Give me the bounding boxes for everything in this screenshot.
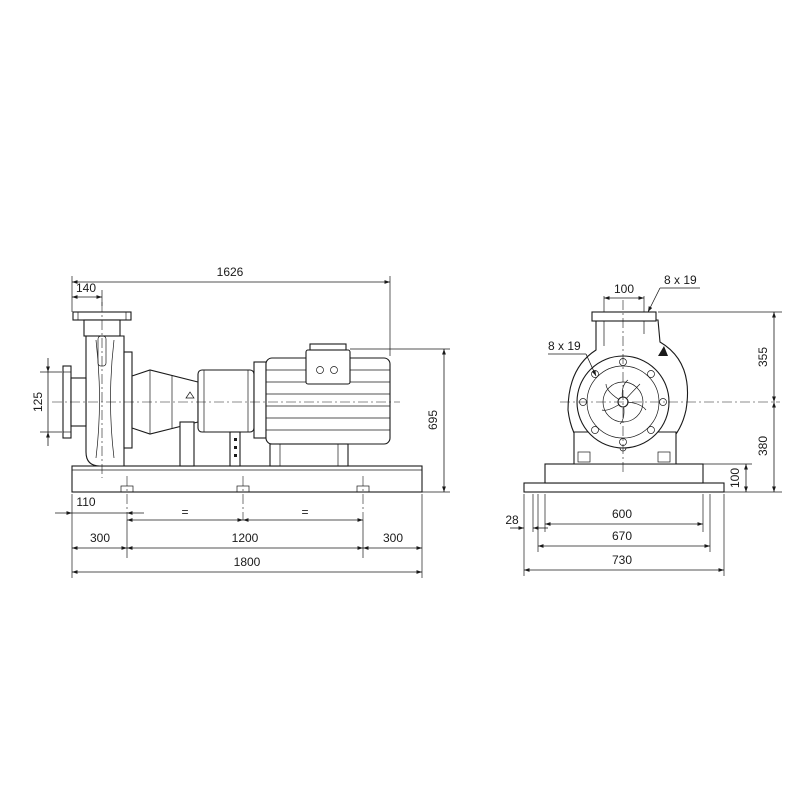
dim-base-length: 1800	[234, 555, 261, 569]
dim-shaft-height: 380	[756, 436, 770, 456]
coupling-guard	[197, 369, 255, 467]
volute-casing	[567, 311, 689, 465]
dim-base-height: 100	[728, 468, 742, 488]
dim-upper-height: 355	[756, 347, 770, 367]
front-base-frame	[544, 463, 704, 484]
dim-mid-span: 670	[612, 529, 632, 543]
motor	[253, 343, 391, 467]
dim-end-left: 300	[90, 531, 110, 545]
dim-end-right: 300	[383, 531, 403, 545]
dim-equal-right: =	[301, 505, 308, 519]
dim-flange-height: 125	[31, 392, 45, 412]
dim-base-width: 730	[612, 553, 632, 567]
front-base-plate	[523, 482, 725, 493]
dim-bolt-span: 1200	[232, 531, 259, 545]
dim-discharge-width: 100	[614, 282, 634, 296]
front-view: 100 8 x 19 8 x 19 355 380 100 28 600 670…	[505, 273, 782, 576]
dim-suction-offset: 140	[76, 281, 96, 295]
dim-equal-left: =	[181, 505, 188, 519]
dim-foot-width: 28	[505, 513, 519, 527]
callout-suction-holes: 8 x 19	[548, 339, 581, 353]
bearing-bracket	[131, 369, 199, 467]
dim-bolt-inset: 110	[76, 495, 95, 509]
side-view: 1626 140 695 125 110 = = 300 1200 300 18…	[31, 265, 450, 578]
callout-discharge-holes: 8 x 19	[664, 273, 697, 287]
dim-inner-span: 600	[612, 507, 632, 521]
dim-total-height: 695	[426, 410, 440, 430]
dim-overall-length: 1626	[217, 265, 244, 279]
